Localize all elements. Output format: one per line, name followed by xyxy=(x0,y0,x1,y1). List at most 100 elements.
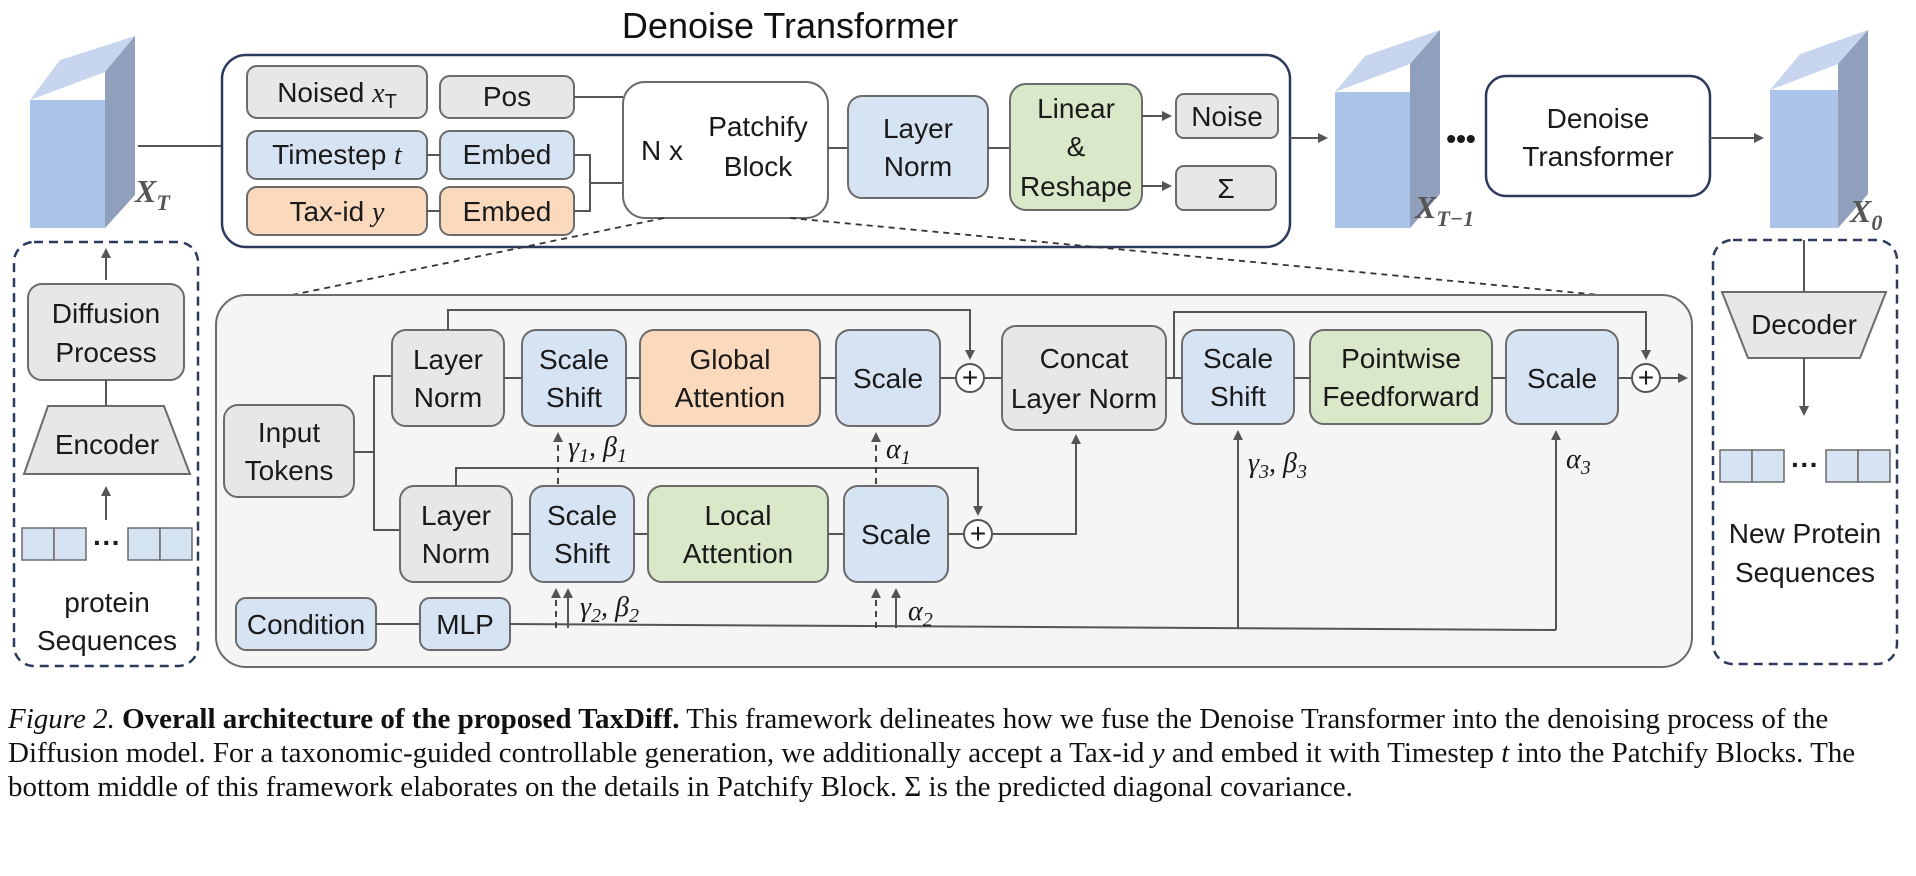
patchify-block-box xyxy=(622,81,829,219)
linear-line2: & xyxy=(1067,131,1086,162)
noised-input-box xyxy=(246,65,428,119)
patchify-label-line2: Block xyxy=(724,151,793,182)
figure-caption: Figure 2. Overall architecture of the pr… xyxy=(8,702,1908,804)
linear-line1: Linear xyxy=(1037,93,1115,124)
caption-line3-rest: into the Patchify Blocks. The bottom mid… xyxy=(8,737,1856,803)
pointwise-line1: Pointwise xyxy=(1341,343,1461,374)
latent-x0-label: X0 xyxy=(1849,193,1882,235)
right-label-line2: Sequences xyxy=(1735,557,1875,588)
caption-fig-label: Figure 2. xyxy=(8,703,115,735)
caption-line2: denoising process of the Diffusion model… xyxy=(8,703,1829,769)
encoder-trapezoid xyxy=(22,405,192,475)
encoder-label: Encoder xyxy=(55,429,159,460)
embed-taxid-label: Embed xyxy=(463,196,552,227)
pos-label: Pos xyxy=(483,81,531,112)
embed-timestep-label: Embed xyxy=(463,139,552,170)
local-ss-line2: Shift xyxy=(554,538,610,569)
local-ln-line1: Layer xyxy=(421,500,491,531)
condition-label: Condition xyxy=(247,609,365,640)
local-ss-line1: Scale xyxy=(547,500,617,531)
layer-norm-top-line2: Norm xyxy=(884,151,952,182)
global-scale-label: Scale xyxy=(853,363,923,394)
caption-line1: This framework delineates how we fuse th… xyxy=(686,703,1540,735)
caption-line3-start: it with Timestep xyxy=(1305,737,1495,769)
timestep-label: Timestep t xyxy=(272,139,403,171)
sigma-output-label: Σ xyxy=(1217,173,1234,204)
denoise-small-line2: Transformer xyxy=(1522,141,1673,172)
caption-line3-var: t xyxy=(1501,737,1510,769)
linear-line3: Reshape xyxy=(1020,171,1132,202)
ff-ss-line1: Scale xyxy=(1203,343,1273,374)
local-residual-arrow xyxy=(455,467,983,516)
concat-layer-norm-box xyxy=(1001,325,1167,431)
local-scale-label: Scale xyxy=(861,519,931,550)
right-dashed-panel xyxy=(1711,238,1899,666)
protein-tokens-right xyxy=(1719,449,1891,483)
zoom-line-left xyxy=(291,217,665,296)
connector-input-global xyxy=(354,375,392,453)
diagram-title: Denoise Transformer xyxy=(622,5,958,46)
latent-x0-cube xyxy=(1770,30,1868,228)
denoise-small-line1: Denoise xyxy=(1547,103,1650,134)
caption-bold-title: Overall architecture of the proposed Tax… xyxy=(122,703,680,735)
gamma2-beta2-label: γ2, β2 xyxy=(580,592,639,627)
connector-input-local xyxy=(373,452,400,531)
latent-xt-cube xyxy=(30,36,135,228)
local-to-concat-arrow xyxy=(992,434,1081,535)
local-plus-sign: + xyxy=(970,518,986,549)
concat-line2: Layer Norm xyxy=(1011,383,1157,414)
global-ss-line2: Shift xyxy=(546,382,602,413)
global-ss-line1: Scale xyxy=(539,344,609,375)
local-ln-line2: Norm xyxy=(422,538,490,569)
noise-output-box xyxy=(1175,93,1279,139)
global-ln-line1: Layer xyxy=(413,344,483,375)
latent-xt1-label: XT−1 xyxy=(1414,189,1474,231)
protein-tokens-left xyxy=(21,527,193,561)
alpha1-label: α1 xyxy=(886,434,911,469)
alpha3-label: α3 xyxy=(1566,444,1591,479)
pointwise-line2: Feedforward xyxy=(1322,381,1479,412)
sigma-output-box xyxy=(1175,165,1277,211)
global-attn-line2: Attention xyxy=(675,382,786,413)
input-tokens-line1: Input xyxy=(258,417,320,448)
mlp-condition-line xyxy=(509,623,1557,631)
decoder-trapezoid xyxy=(1720,291,1888,359)
ff-ss-line2: Shift xyxy=(1210,381,1266,412)
latent-xt-label: XT xyxy=(134,173,171,215)
ff-scale-label: Scale xyxy=(1527,363,1597,394)
noise-output-label: Noise xyxy=(1191,101,1263,132)
ff-plus-sign: + xyxy=(1638,362,1654,393)
decoder-label: Decoder xyxy=(1751,309,1857,340)
alpha2-label: α2 xyxy=(908,596,933,631)
caption-line4: predicted diagonal covariance. xyxy=(997,771,1353,803)
ellipsis-left-tokens: ··· xyxy=(93,527,121,558)
ellipsis-latents: ••• xyxy=(1446,123,1475,154)
ellipsis-right-tokens: ··· xyxy=(1791,449,1819,480)
patchify-nx-label: N x xyxy=(641,135,683,166)
gamma1-beta1-label: γ1, β1 xyxy=(568,432,627,467)
left-label-line2: Sequences xyxy=(37,625,177,656)
taxid-label: Tax-id y xyxy=(290,196,385,228)
latent-xt1-cube xyxy=(1335,30,1440,228)
concat-line1: Concat xyxy=(1040,343,1129,374)
mlp-label: MLP xyxy=(436,609,494,640)
caption-line2-var: y xyxy=(1151,737,1165,769)
zoom-line-right xyxy=(789,217,1601,296)
ff-residual-arrow xyxy=(1173,311,1651,378)
caption-line2-end: and embed xyxy=(1171,737,1299,769)
input-tokens-line2: Tokens xyxy=(245,455,334,486)
global-plus-sign: + xyxy=(962,362,978,393)
local-attn-line2: Attention xyxy=(683,538,794,569)
global-residual-arrow xyxy=(447,309,975,360)
connector-embed-bracket xyxy=(574,154,591,212)
diffusion-line2: Process xyxy=(55,337,156,368)
architecture-diagram: Denoise Transformer XT Noised xT Pos Tim… xyxy=(12,5,1899,668)
noised-input-label: Noised xT xyxy=(277,77,397,113)
linear-reshape-box xyxy=(1009,83,1143,211)
patchify-label-line1: Patchify xyxy=(708,111,808,142)
global-attn-line1: Global xyxy=(690,344,771,375)
diffusion-line1: Diffusion xyxy=(52,298,160,329)
left-label-line1: protein xyxy=(64,587,150,618)
global-ln-line2: Norm xyxy=(414,382,482,413)
denoise-transformer-panel xyxy=(220,53,1292,249)
